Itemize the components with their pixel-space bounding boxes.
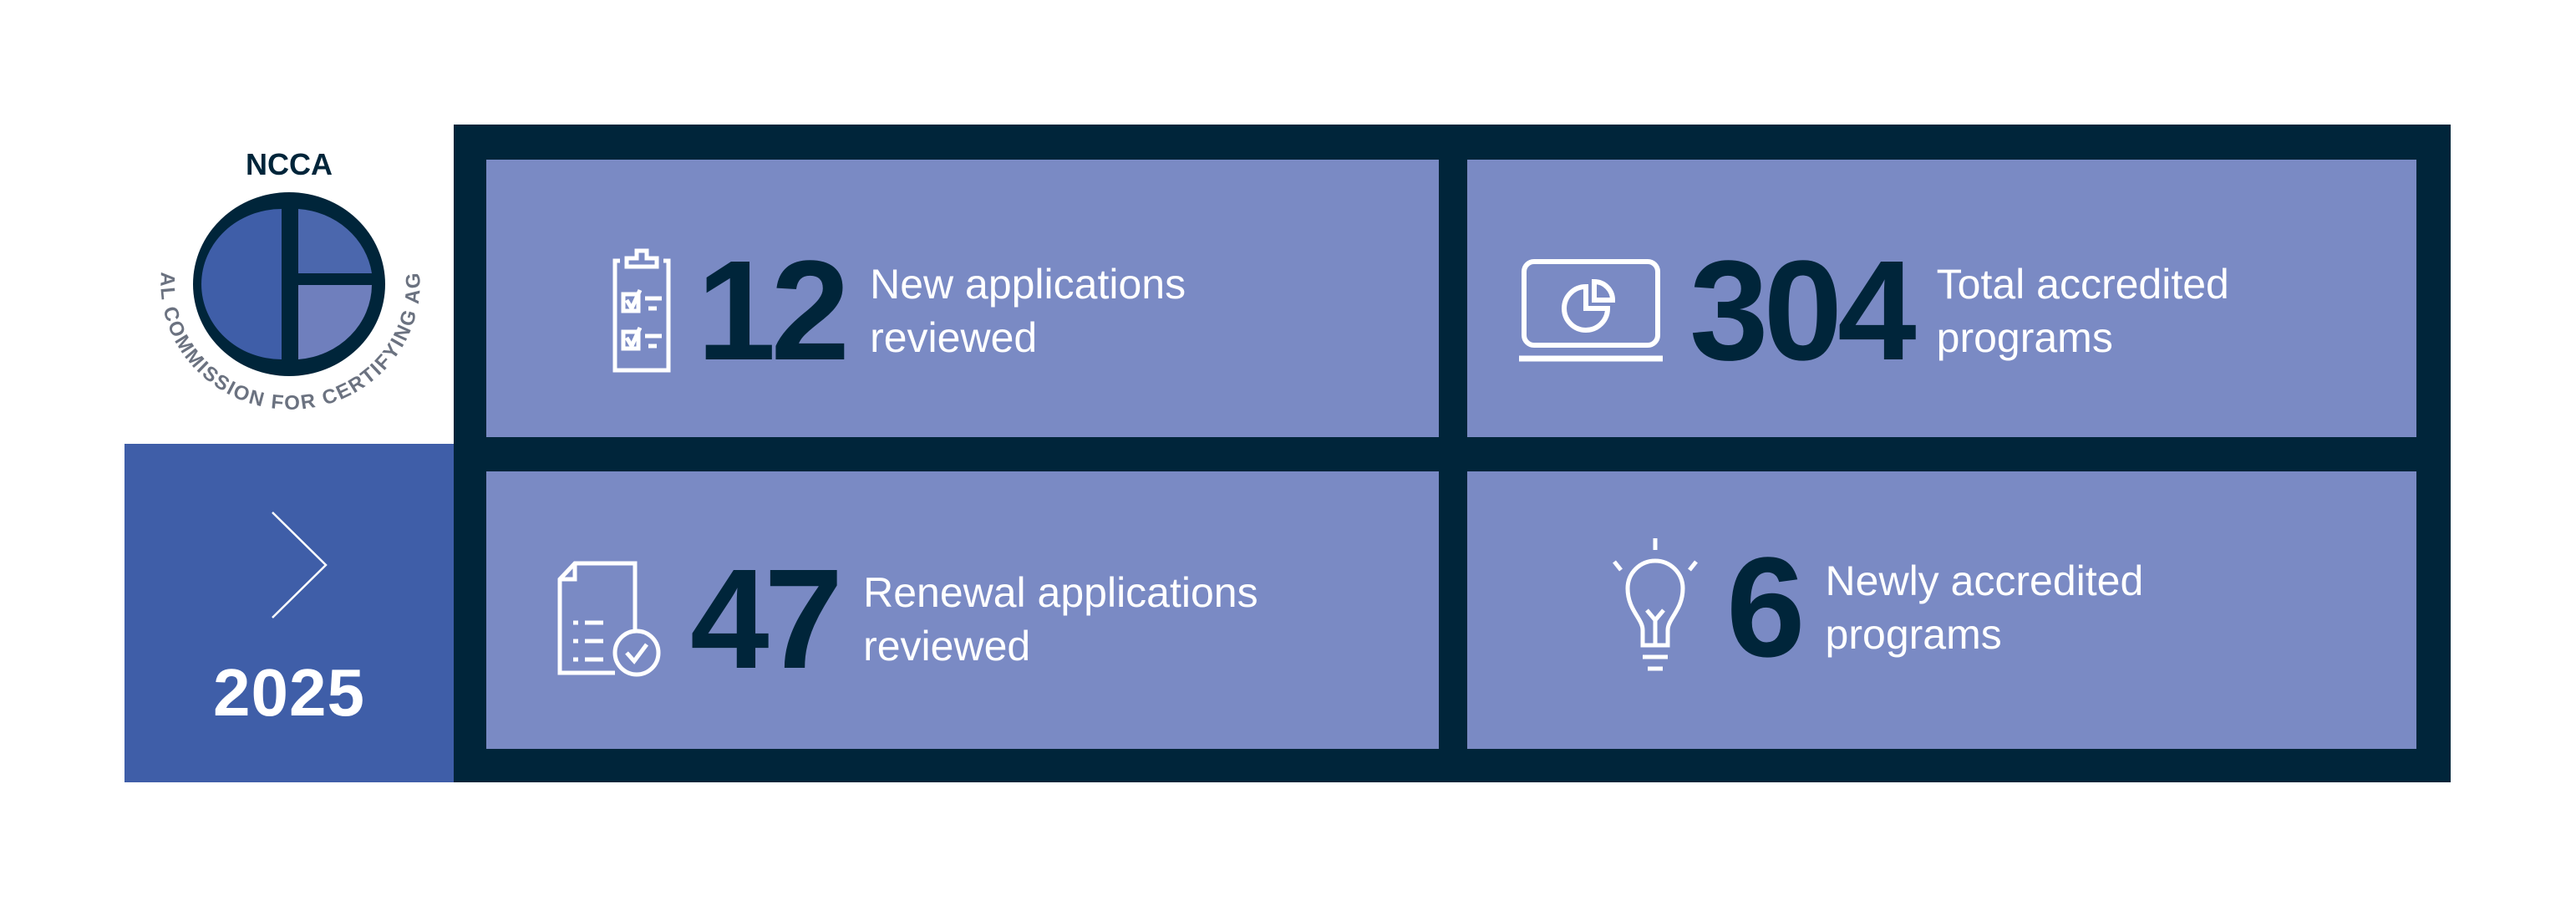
stat-tile-total-accredited: 304 Total accredited programs bbox=[1467, 160, 2416, 437]
document-check-icon bbox=[556, 561, 665, 678]
stat-value: 6 bbox=[1726, 528, 1806, 687]
laptop-pie-chart-icon bbox=[1517, 257, 1664, 365]
stat-label: Total accredited programs bbox=[1936, 261, 2229, 361]
stat-tile-new-applications: 12 New applications reviewed bbox=[486, 160, 1439, 437]
stat-tile-newly-accredited: 6 Newly accredited programs bbox=[1467, 471, 2416, 749]
stat-value: 12 bbox=[697, 232, 850, 390]
chevron-right-icon[interactable] bbox=[271, 511, 329, 619]
stat-label: New applications reviewed bbox=[870, 261, 1186, 361]
clipboard-checklist-icon bbox=[612, 248, 672, 374]
year-box: 2025 bbox=[124, 444, 454, 782]
logo-acronym: NCCA bbox=[246, 147, 333, 181]
stat-value: 47 bbox=[690, 540, 843, 699]
stat-value: 304 bbox=[1689, 232, 1917, 390]
year-label: 2025 bbox=[213, 655, 365, 730]
stat-label: Newly accredited programs bbox=[1825, 557, 2144, 658]
ncca-logo: NCCA NATIONAL COMMISSION FOR CERTIFYING … bbox=[124, 125, 454, 444]
stats-panel: 12 New applications reviewed 304 Total a… bbox=[454, 125, 2451, 782]
stat-tile-renewal-applications: 47 Renewal applications reviewed bbox=[486, 471, 1439, 749]
stat-label: Renewal applications reviewed bbox=[863, 569, 1258, 669]
lightbulb-icon bbox=[1609, 537, 1701, 679]
